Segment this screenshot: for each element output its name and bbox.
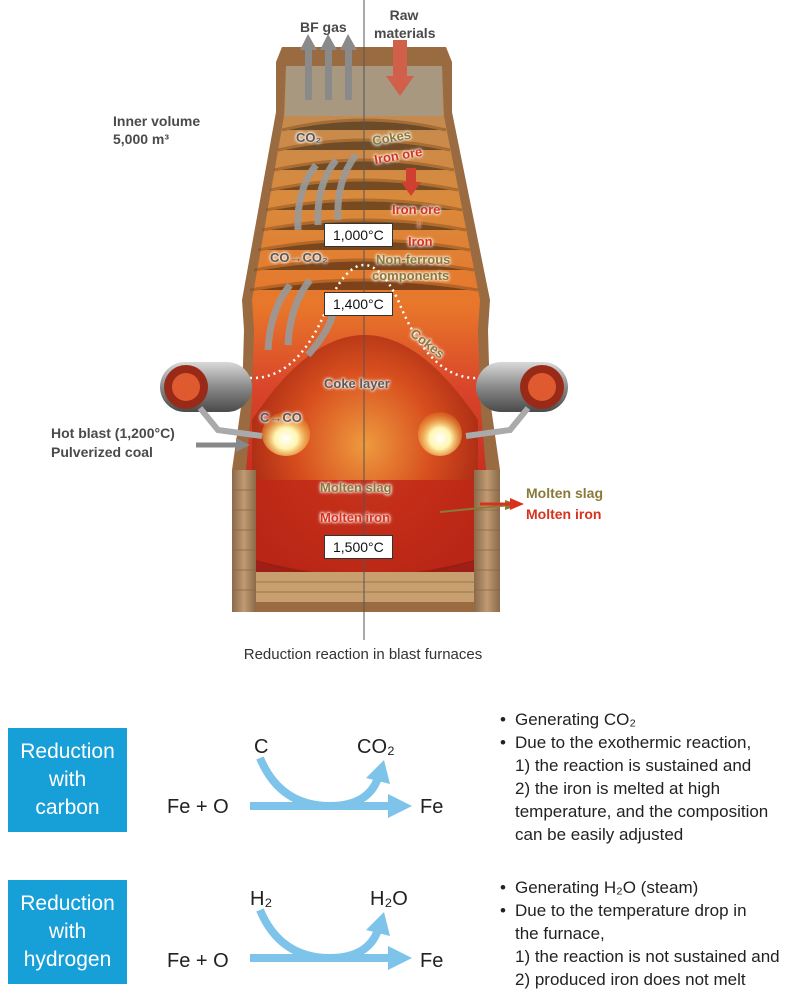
hydrogen-reaction-arrow (250, 908, 412, 970)
blast-furnace-illustration: BF gas Raw materials Inner volume 5,000 … (51, 0, 604, 663)
molten-iron-inside-label: Molten iron (320, 510, 391, 525)
pulverized-coal-label: Pulverized coal (51, 444, 153, 460)
badge-reduction-carbon: Reduction with carbon (8, 728, 127, 832)
hydrogen-note-item: Generating H₂O (steam) (500, 876, 792, 899)
inner-volume-line2: 5,000 m³ (113, 131, 170, 147)
bf-gas-label: BF gas (300, 19, 347, 35)
badge-line: with (48, 920, 87, 943)
badge-line: Reduction (20, 740, 115, 763)
reaction-carbon: Reduction with carbon C CO₂ Fe + O Fe Ge… (0, 700, 793, 850)
badge-line: hydrogen (23, 948, 112, 971)
nonferrous-line1: Non-ferrous (376, 252, 451, 267)
furnace-caption: Reduction reaction in blast furnaces (243, 646, 483, 663)
note-line: Due to the temperature drop in (515, 901, 747, 920)
note-line: Generating CO₂ (515, 710, 636, 729)
badge-line: with (48, 768, 87, 791)
carbon-note-item: Generating CO₂ (500, 708, 790, 731)
carbon-product: CO₂ (357, 736, 395, 758)
co2-label: CO₂ (296, 130, 322, 145)
carbon-input: Fe + O (167, 796, 229, 818)
iron-ore-mid-label: Iron ore (392, 202, 441, 217)
note-line: Due to the exothermic reaction, (515, 733, 752, 752)
molten-iron-outlet-label: Molten iron (526, 506, 602, 522)
note-line: can be easily adjusted (515, 825, 684, 844)
inner-volume-label: Inner volume 5,000 m³ (113, 112, 200, 148)
co-to-co2-label: CO→CO₂ (270, 250, 328, 265)
reaction-hydrogen: Reduction with hydrogen H₂ H₂O Fe + O Fe… (0, 872, 793, 999)
iron-label: Iron (408, 234, 433, 249)
raw-materials-line2: materials (374, 25, 436, 41)
temp-1000-box: 1,000°C (324, 223, 393, 247)
raw-materials-label: Raw materials (374, 6, 436, 42)
inner-volume-line1: Inner volume (113, 113, 201, 129)
hydrogen-notes: Generating H₂O (steam) Due to the temper… (500, 876, 792, 991)
note-line: 1) the reaction is sustained and (515, 756, 752, 775)
hydrogen-output: Fe (420, 950, 444, 972)
carbon-reaction-arrow (250, 756, 412, 818)
raw-materials-line1: Raw (389, 7, 419, 23)
note-line: temperature, and the composition (515, 802, 769, 821)
carbon-note-item: Due to the exothermic reaction, 1) the r… (500, 731, 790, 846)
furnace-graphic (160, 0, 568, 640)
note-line: 2) the iron is melted at high (515, 779, 721, 798)
carbon-notes: Generating CO₂ Due to the exothermic rea… (500, 708, 790, 846)
carbon-reactant: C (254, 736, 269, 758)
hot-blast-label: Hot blast (1,200°C) (51, 425, 175, 441)
nonferrous-line2: components (372, 268, 450, 283)
down-arrow-glyph: ↓ (416, 216, 422, 230)
temp-1500-box: 1,500°C (324, 535, 393, 559)
hydrogen-reactant: H₂ (250, 888, 273, 910)
hydrogen-input: Fe + O (167, 950, 229, 972)
note-line: Generating H₂O (steam) (515, 878, 699, 897)
c-to-co-label: C→CO (260, 410, 302, 425)
hydrogen-note-item: Due to the temperature drop in the furna… (500, 899, 792, 991)
temp-1400-box: 1,400°C (324, 292, 393, 316)
note-line: the furnace, (515, 924, 605, 943)
carbon-output: Fe (420, 796, 444, 818)
molten-slag-outlet-label: Molten slag (526, 485, 604, 501)
molten-slag-inside-label: Molten slag (320, 480, 392, 495)
note-line: 1) the reaction is not sustained and (515, 947, 780, 966)
badge-reduction-hydrogen: Reduction with hydrogen (8, 880, 127, 984)
hydrogen-product: H₂O (370, 888, 408, 910)
note-line: 2) produced iron does not melt (515, 970, 746, 989)
badge-line: carbon (35, 796, 100, 819)
coke-layer-label: Coke layer (324, 376, 390, 391)
badge-line: Reduction (20, 892, 115, 915)
